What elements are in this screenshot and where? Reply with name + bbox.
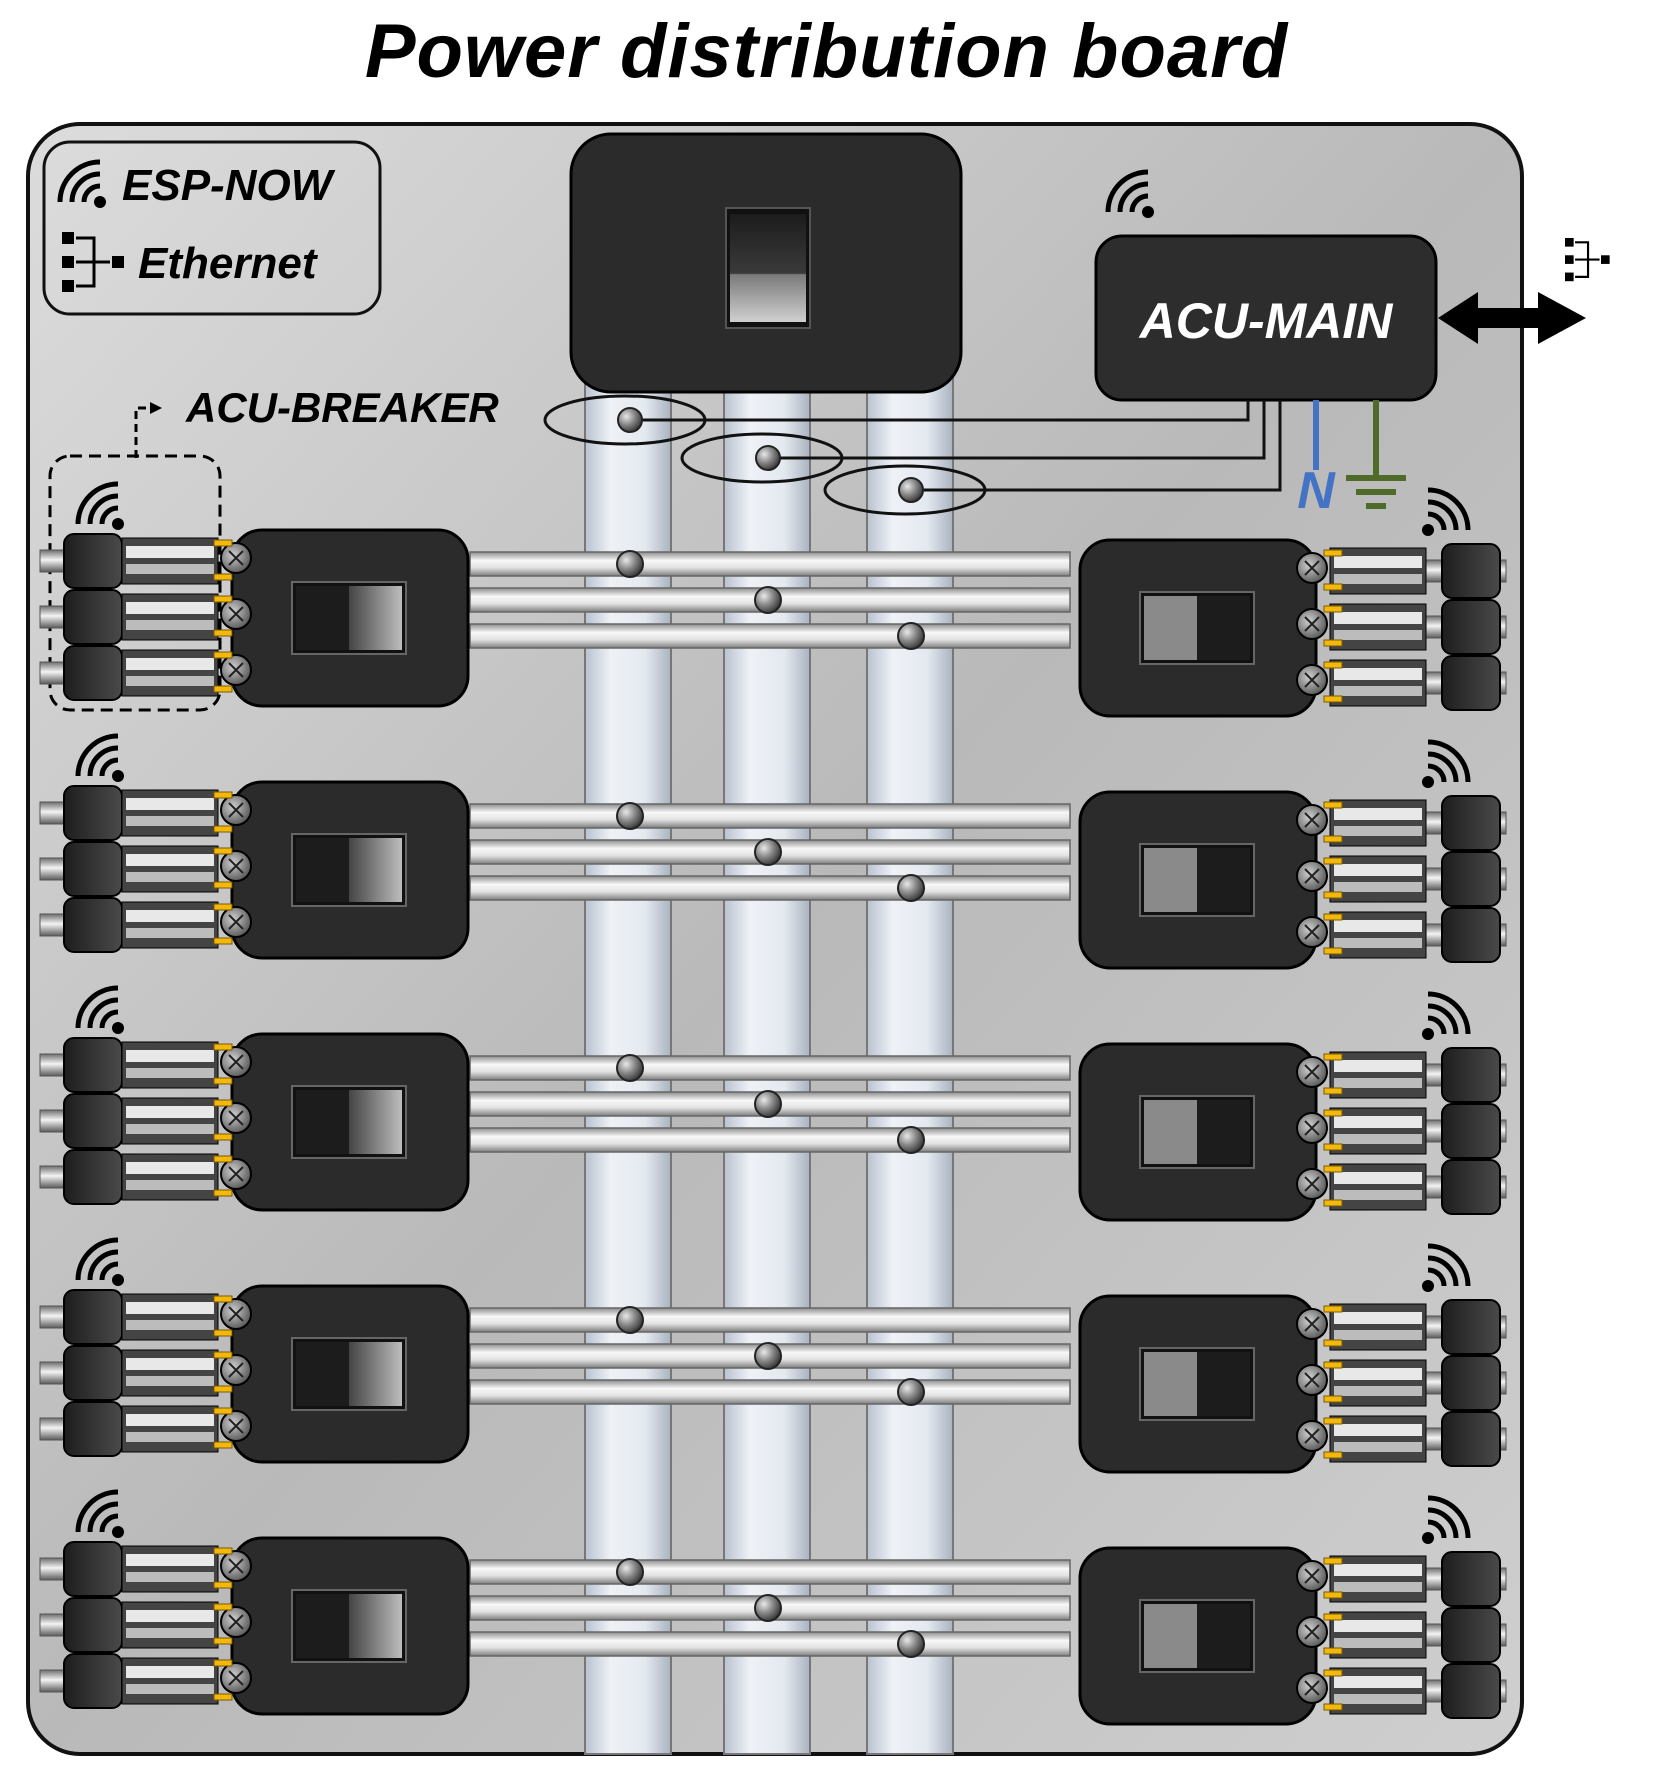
acu-breaker-sensor-right [1323,543,1507,711]
branch-breaker-right [1078,538,1328,718]
bus-contact [616,1558,644,1586]
acu-breaker-sensor-left [39,533,233,701]
bus-contact [754,1342,782,1370]
ethernet-icon [1565,238,1610,282]
bus-contact [897,1378,925,1406]
branch-breaker-right [1078,1546,1328,1726]
wifi-icon [57,159,106,208]
acu-breaker-sensor-right [1323,1551,1507,1719]
acu-breaker-label: ACU-BREAKER [185,384,499,431]
acu-breaker-highlight [48,454,222,712]
acu-breaker-sensor-left [39,1541,233,1709]
acu-breaker-sensor-right [1323,795,1507,963]
branch-breaker-left [220,1284,470,1464]
row-bus-link [469,623,1071,649]
branch-breaker-left [220,780,470,960]
main-sensor-wires [630,400,1282,492]
wifi-icon [75,1237,124,1286]
main-bus-contacts [617,407,924,503]
diagram-title: Power distribution board [364,9,1289,94]
breaker-row [39,1489,1507,1726]
bus-contact [897,874,925,902]
legend [42,140,382,316]
breaker-row [39,481,1507,718]
legend-wireless-label: ESP-NOW [122,161,336,210]
wifi-icon [1105,169,1154,218]
acu-breaker-sensor-left [39,785,233,953]
row-bus-link [469,1631,1071,1657]
wifi-icon [1422,487,1471,536]
double-arrow-icon [1438,292,1586,344]
bus-contact [754,586,782,614]
wifi-icon [1422,1243,1471,1292]
wifi-icon [1422,991,1471,1040]
branch-breaker-right [1078,790,1328,970]
wifi-icon [1422,739,1471,788]
row-bus-link [469,1127,1071,1153]
breaker-row [39,985,1507,1222]
breaker-row [39,733,1507,970]
row-bus-link [469,551,1071,577]
bus-contact [616,1306,644,1334]
main-breaker [569,132,963,394]
wifi-icon [75,481,124,530]
branch-breaker-right [1078,1042,1328,1222]
row-bus-link [469,1307,1071,1333]
legend-wired-label: Ethernet [138,239,319,288]
branch-breaker-left [220,1032,470,1212]
wifi-icon [1422,1495,1471,1544]
acu-breaker-sensor-right [1323,1047,1507,1215]
bus-contact [754,838,782,866]
bus-contact [754,1594,782,1622]
branch-breaker-right [1078,1294,1328,1474]
ground-icon [1346,400,1406,509]
breaker-row [39,1237,1507,1474]
row-bus-link [469,875,1071,901]
acu-breaker-sensor-left [39,1037,233,1205]
row-bus-link [469,1379,1071,1405]
neutral-label: N [1297,462,1336,520]
ethernet-icon [62,232,124,292]
acu-breaker-pointer [134,406,152,458]
wifi-icon [75,733,124,782]
wifi-icon [75,1489,124,1538]
wifi-icon [75,985,124,1034]
bus-contact [897,1630,925,1658]
row-bus-link [469,1559,1071,1585]
branch-breaker-left [220,1536,470,1716]
bus-contact [897,1126,925,1154]
row-bus-link [469,803,1071,829]
branch-breaker-left [220,528,470,708]
bus-contact [616,550,644,578]
acu-breaker-pointer-head [150,402,162,414]
row-bus-link [469,1055,1071,1081]
acu-main-label: ACU-MAIN [1138,293,1394,349]
bus-contact [897,622,925,650]
acu-main [1094,234,1438,402]
acu-breaker-sensor-right [1323,1299,1507,1467]
bus-contact [616,802,644,830]
breaker-rows [39,481,1507,1726]
bus-contact [616,1054,644,1082]
acu-breaker-sensor-left [39,1289,233,1457]
bus-contact [754,1090,782,1118]
